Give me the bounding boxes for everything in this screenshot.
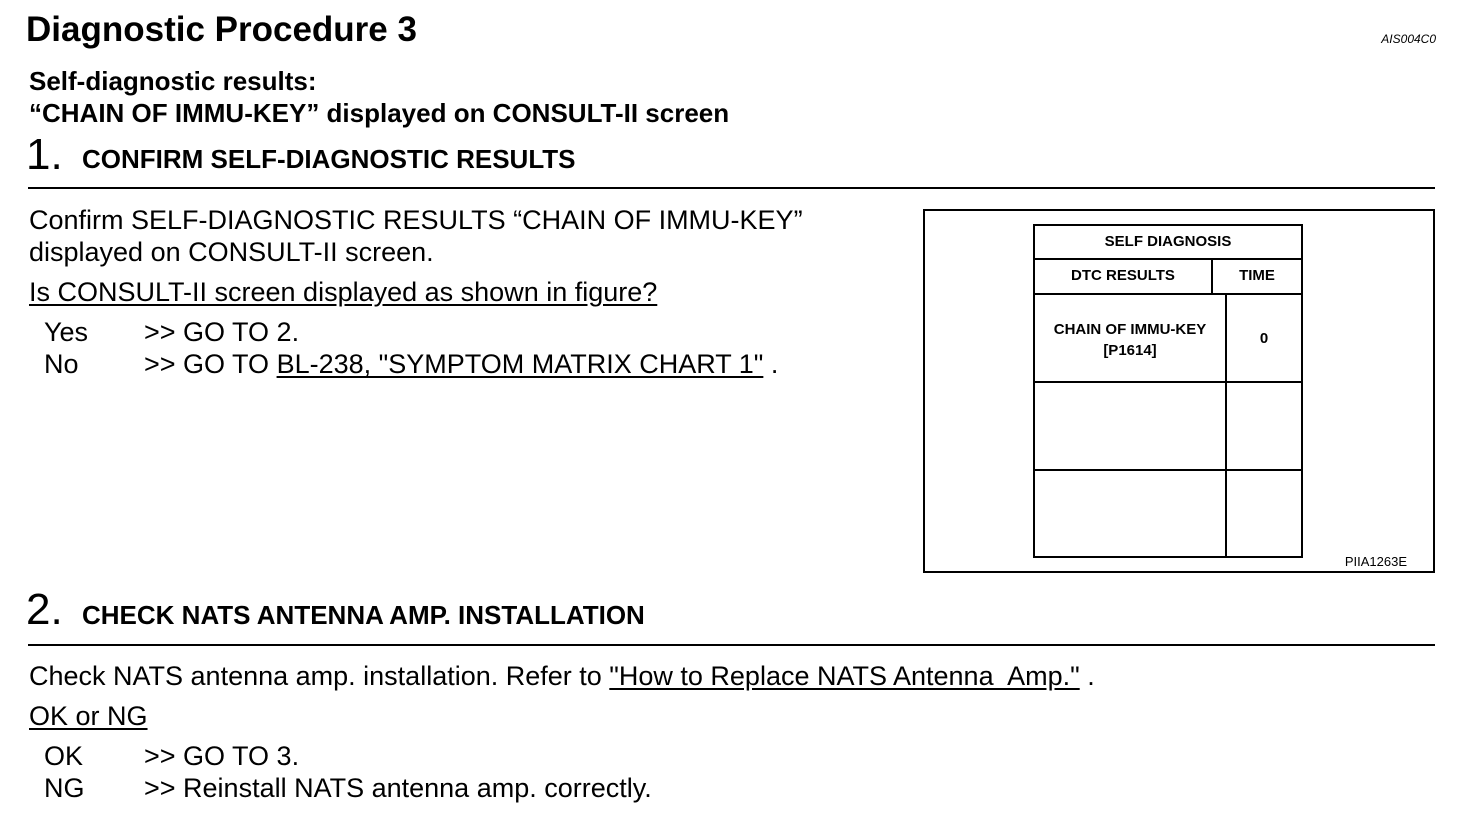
table-line [1035,381,1301,383]
step-2-answer-ng-action: >> Reinstall NATS antenna amp. correctly… [144,773,652,803]
nats-antenna-amp-link[interactable]: "How to Replace NATS Antenna Amp." [609,661,1080,691]
step-1-answer-no-row: >> GO TO BL-238, "SYMPTOM MATRIX CHART 1… [144,348,778,380]
dtc-result-time: 0 [1259,330,1269,347]
step-1-divider [28,187,1435,189]
table-title: SELF DIAGNOSIS [1104,233,1232,250]
step-2-divider [28,644,1435,646]
step-1-question: Is CONSULT-II screen displayed as shown … [29,277,658,307]
step-2-answer-ok-label: OK [44,741,84,771]
step-2-answer-ok-action: >> GO TO 3. [144,741,300,771]
table-line [1035,258,1301,260]
step-1-text-line-2: displayed on CONSULT-II screen. [29,237,434,267]
table-line [1035,469,1301,471]
step-1-answer-no-label: No [44,349,79,379]
intro-line-2: “CHAIN OF IMMU-KEY” displayed on CONSULT… [29,98,730,128]
dtc-results-header: DTC RESULTS [1071,267,1175,284]
step-1-text-line-1: Confirm SELF-DIAGNOSTIC RESULTS “CHAIN O… [29,205,803,235]
time-header: TIME [1239,267,1275,284]
step-2-title: CHECK NATS ANTENNA AMP. INSTALLATION [82,600,645,630]
document-id: AIS004C0 [1381,32,1436,46]
self-diagnosis-table: SELF DIAGNOSIS DTC RESULTS TIME CHAIN OF… [1033,224,1303,558]
step-1-answer-yes-label: Yes [44,317,89,347]
consult-screen-figure: SELF DIAGNOSIS DTC RESULTS TIME CHAIN OF… [923,209,1435,573]
step-2-text-prefix: Check NATS antenna amp. installation. Re… [29,661,610,691]
step-1-answer-no-action: >> GO TO [144,349,277,379]
table-line [1225,293,1227,556]
page-title: Diagnostic Procedure 3 [26,10,417,49]
step-1-answer-no-suffix: . [763,349,779,379]
step-1-number: 1. [26,130,63,179]
intro-line-1: Self-diagnostic results: [29,66,317,96]
step-2-number: 2. [26,585,63,634]
dtc-result-name: CHAIN OF IMMU-KEY [1053,321,1207,338]
step-1-answer-yes-action: >> GO TO 2. [144,317,300,347]
step-1-title: CONFIRM SELF-DIAGNOSTIC RESULTS [82,144,576,174]
dtc-result-code: [P1614] [1103,342,1157,359]
step-2-text-suffix: . [1079,661,1095,691]
table-line [1035,293,1301,295]
step-2-answer-ng-label: NG [44,773,85,803]
step-2-question: OK or NG [29,701,148,731]
step-2-text: Check NATS antenna amp. installation. Re… [29,660,1095,692]
figure-id: PIIA1263E [1344,554,1407,569]
symptom-matrix-chart-link[interactable]: BL-238, "SYMPTOM MATRIX CHART 1" [276,349,764,379]
table-line [1211,258,1213,294]
